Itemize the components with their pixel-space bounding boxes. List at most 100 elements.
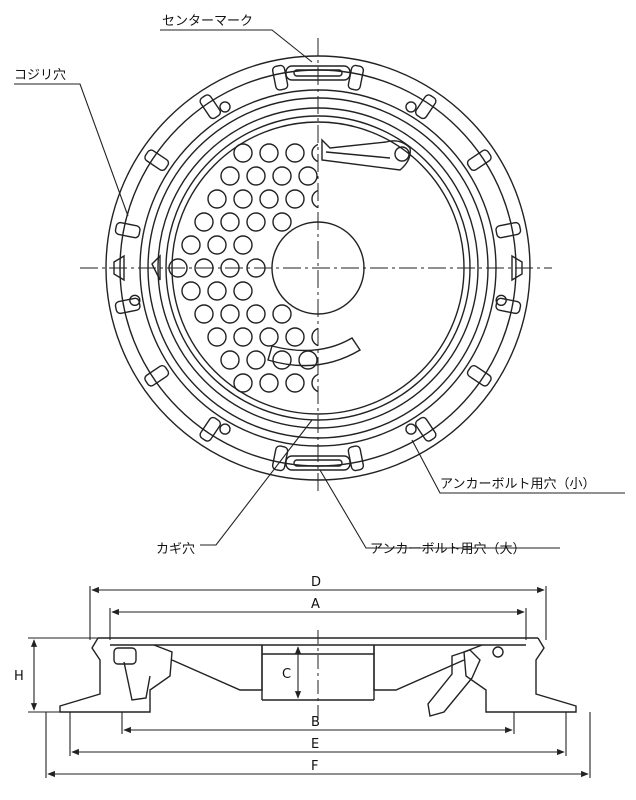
pattern-cell	[246, 212, 266, 232]
rib-slot	[271, 445, 289, 472]
pattern-cell	[220, 304, 240, 324]
dim-label-e: E	[311, 737, 319, 752]
dim-label-c: C	[282, 667, 291, 682]
pattern-cell	[233, 281, 253, 301]
pattern-cell	[259, 143, 279, 163]
dim-label-h: H	[14, 669, 24, 684]
label-saw-hole: コジリ穴	[14, 68, 66, 83]
dim-label-a: A	[311, 597, 320, 612]
latch-right-pin	[492, 646, 504, 658]
pattern-cell	[259, 189, 279, 209]
label-anchor-bolt-large: アンカーボルト用穴（大）	[370, 542, 525, 557]
pattern-cell	[246, 166, 266, 186]
key-arc-slot	[267, 337, 361, 367]
pattern-cell	[181, 235, 201, 255]
rib-slot	[271, 64, 289, 91]
boss-hole	[495, 294, 507, 306]
frame-right	[463, 637, 577, 713]
pattern-cell	[233, 189, 253, 209]
pattern-cell	[259, 373, 279, 393]
pattern-cell	[311, 189, 318, 209]
rib-slot	[144, 364, 170, 387]
cover-underside-right	[373, 645, 465, 691]
latch-plate	[325, 151, 391, 159]
rib-slot	[414, 94, 437, 120]
pattern-cell	[207, 189, 227, 209]
leader-lines	[14, 29, 625, 549]
pattern-cell	[272, 350, 292, 370]
pattern-cell	[285, 327, 305, 347]
pattern-cell	[207, 281, 227, 301]
cover-underside-left	[171, 645, 263, 691]
pattern-cell	[272, 212, 292, 232]
dimension-lines	[28, 586, 591, 778]
pattern-cell	[298, 350, 318, 370]
saw-hole-left	[113, 254, 125, 282]
pattern-cell	[220, 212, 240, 232]
rib-slot	[199, 94, 222, 120]
pattern-cell	[220, 166, 240, 186]
frame-bosses	[129, 101, 507, 435]
pattern-cell	[285, 373, 305, 393]
flange-rib-slots	[114, 64, 522, 472]
pattern-cell	[272, 304, 292, 324]
leader-anchor-small	[411, 439, 625, 494]
pattern-cell	[311, 143, 318, 163]
boss-hole	[405, 423, 417, 435]
pattern-cell	[233, 143, 253, 163]
pattern-cell	[259, 327, 279, 347]
pattern-cell	[285, 143, 305, 163]
leader-center-mark	[160, 29, 313, 63]
latch-right	[427, 649, 481, 717]
pattern-cell	[311, 373, 318, 393]
rib-slot	[347, 445, 365, 472]
latch-arm	[321, 138, 411, 171]
label-key-hole: カギ穴	[156, 542, 195, 557]
pattern-cell	[233, 235, 253, 255]
pattern-cell	[272, 166, 292, 186]
rib-slot	[199, 416, 222, 442]
hinge-left	[113, 647, 137, 665]
label-anchor-bolt-small: アンカーボルト用穴（小）	[440, 477, 595, 492]
pattern-cell	[246, 304, 266, 324]
pattern-cell	[207, 235, 227, 255]
pattern-cell	[207, 327, 227, 347]
rib-slot	[466, 364, 492, 387]
leader-anchor-large	[319, 469, 560, 549]
boss-hole	[219, 423, 231, 435]
boss-hole	[219, 101, 231, 113]
dim-label-f: F	[311, 759, 318, 774]
anti-slip-pattern	[168, 143, 318, 393]
plan-view	[80, 38, 552, 492]
rib-slot	[114, 221, 141, 239]
rib-slot	[347, 64, 365, 91]
latch-pivot	[394, 146, 410, 162]
boss-hole	[405, 101, 417, 113]
pattern-cell	[194, 304, 214, 324]
rib-slot	[144, 149, 170, 172]
rib-slot	[495, 221, 522, 239]
pattern-cell	[311, 327, 318, 347]
pattern-cell	[246, 350, 266, 370]
pattern-cell	[233, 373, 253, 393]
pattern-cell	[194, 212, 214, 232]
label-center-mark: センターマーク	[162, 14, 253, 29]
pattern-cell	[298, 166, 318, 186]
dim-label-d: D	[311, 575, 321, 590]
section-view	[59, 630, 577, 720]
rib-slot	[495, 297, 522, 315]
leader-saw-hole	[14, 83, 129, 217]
pattern-cell	[220, 350, 240, 370]
pattern-cell	[233, 327, 253, 347]
boss-hole	[129, 294, 141, 306]
pattern-cell	[285, 189, 305, 209]
leader-key-hole	[200, 419, 313, 546]
rib-slot	[114, 297, 141, 315]
rib-slot	[414, 416, 437, 442]
saw-hole-right	[511, 254, 523, 282]
rib-slot	[466, 149, 492, 172]
hinge-left-arm	[123, 661, 151, 701]
dim-label-b: B	[311, 715, 320, 730]
pattern-cell	[181, 281, 201, 301]
